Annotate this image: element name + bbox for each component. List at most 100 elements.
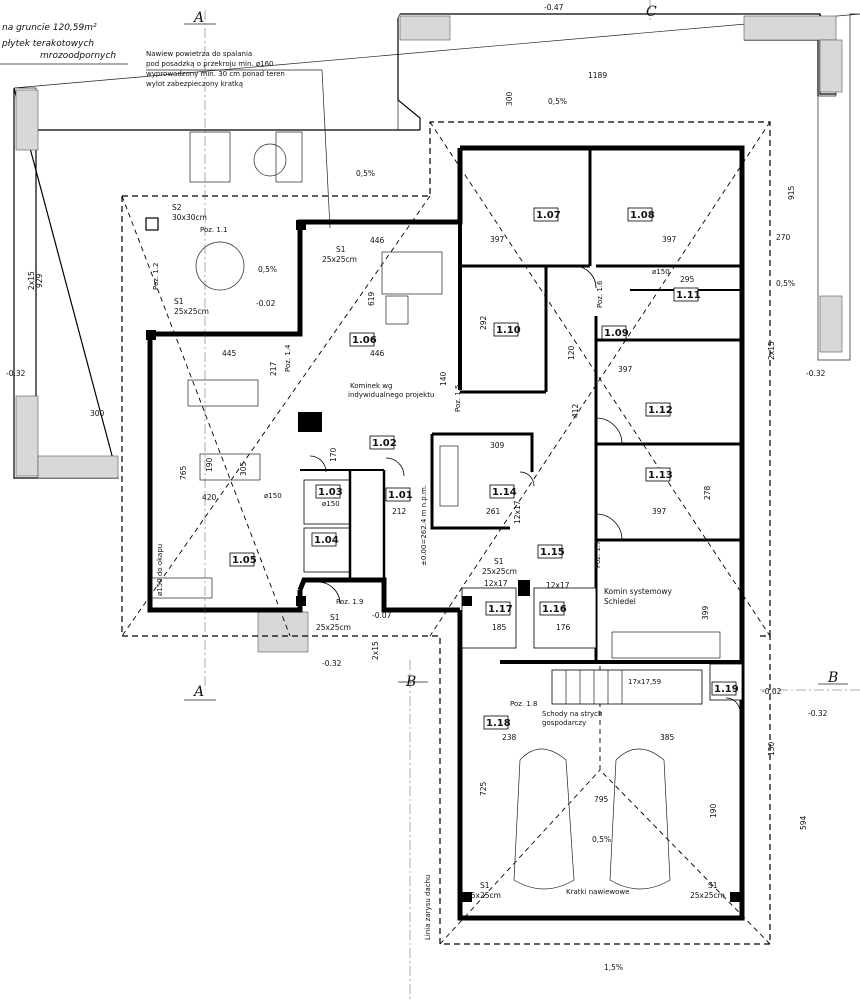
dim-725: 725 [479,781,488,796]
dim-190-garage: 190 [709,803,718,818]
dim-445: 445 [222,349,237,358]
planter-6 [819,39,843,93]
room-1-02: 1.02 [372,438,397,449]
dim-446-b: 446 [370,349,385,358]
area-note: na gruncie 120,59m² płytek terakotowych … [0,23,128,65]
column-labels: S2 30x30cm S1 25x25cm S1 25x25cm S1 25x2… [172,203,725,900]
terraces [13,13,860,653]
room-1-10: 1.10 [496,325,521,336]
s1-name-a: S1 [336,245,346,254]
level-marks: -0.32 -0.02 -0.47 -0.32 -0.07 -0.32 -0.0… [6,3,828,718]
door-1-03 [309,455,327,473]
dim-300: 300 [90,409,105,418]
room-1-08: 1.08 [630,210,655,221]
planter-5 [743,15,837,41]
poz-1-9: Poz. 1.9 [336,598,364,606]
planter-2 [15,395,39,477]
room-1-13: 1.13 [648,470,673,481]
columns [145,217,740,902]
column-s1-d [462,596,472,606]
schody-note-2: gospodarczy [542,719,586,727]
room-1-15: 1.15 [540,547,565,558]
vent-note-line3: wyprowadzony min. 30 cm ponad teren [146,70,285,78]
room-labels: 1.02 1.01 1.03 1.04 1.05 1.06 1.07 1.08 … [229,207,739,730]
dim-385: 385 [660,733,675,742]
linia-note: Linia zarysu dachu [424,875,432,941]
label-box-1-13 [645,467,671,482]
dim-278: 278 [703,485,712,500]
wall-entry [297,577,460,613]
label-box-1-03 [315,484,341,499]
s1-size-e: 25x25cm [466,891,501,900]
stairs-box [551,669,703,705]
schody-note: Schody na strych [542,710,602,718]
sofa-bedroom [611,631,721,659]
dim-619: 619 [367,291,376,306]
column-s1-b [146,330,156,340]
dim-397-a: 397 [490,235,505,244]
door-1-01 [385,457,405,477]
wall-1-14-left [430,434,510,530]
slope-garage: 0,5% [592,835,611,844]
chimney-block [518,580,530,596]
terrace-right-rail [744,39,819,96]
sofa [381,251,443,295]
room-1-19: 1.19 [714,684,739,695]
fi150-b: ø150 [322,500,340,508]
poz-1-6: Poz. 1.6 [596,280,604,308]
area-note-line2: płytek terakotowych [1,39,94,49]
wall-garage [457,610,745,921]
column-s1-e [462,892,472,902]
slope-terrace: 0,5% [356,169,375,178]
s1-size-f: 25x25cm [690,891,725,900]
s1-size-b: 25x25cm [174,307,209,316]
dim-292: 292 [479,315,488,330]
dim-12x17-c: 12x17 [546,581,570,590]
column-s1-f [730,892,740,902]
poz-1-8: Poz. 1.8 [510,700,538,708]
ridge-4 [429,121,771,637]
label-box-1-15 [537,544,563,559]
dim-190: 190 [205,457,214,472]
terrace-outline-top [13,13,860,361]
level-entry: -0.07 [372,611,392,620]
room-1-04: 1.04 [314,535,339,546]
dim-397-d: 397 [652,507,667,516]
room-1-01: 1.01 [388,490,413,501]
dim-397-c: 397 [618,365,633,374]
label-box-1-19 [711,681,737,696]
dim-399: 399 [701,605,710,620]
terrace-chair-1 [189,131,231,183]
label-box-1-16 [539,601,565,616]
level-top: -0.47 [544,3,564,12]
dim-397-b: 397 [662,235,677,244]
door-entry [317,581,341,605]
s1-name-e: S1 [480,881,490,890]
label-box-1-08 [627,207,653,222]
slope-drive: 1,5% [604,963,623,972]
car-1 [513,748,575,890]
kominek-note-2: indywidualnego projektu [348,391,434,399]
terrace-top-inner [397,18,421,130]
kominek-note: Kominek wg [350,382,392,390]
vent-note: Nawiew powietrza do spalania pod posadzk… [146,50,331,229]
planter-7 [819,295,843,353]
dim-185: 185 [492,623,507,632]
section-a-bottom: A [192,684,204,700]
attic-stairs: 17x17,59 [551,669,703,705]
dim-305: 305 [239,461,248,476]
area-note-line1: na gruncie 120,59m² [2,23,97,33]
section-c: C [646,4,657,20]
label-box-1-09 [601,325,627,340]
vent-note-line2: pod posadzką o przekroju min. ø160 [146,60,274,68]
walls [147,145,745,921]
dim-217: 217 [269,361,278,376]
room-1-05: 1.05 [232,555,257,566]
kratki-note: Kratki nawiewowe [566,888,629,896]
poz-1-5: Poz. 1.5 [454,384,462,412]
terrace-left-inner [35,130,118,461]
annotations: Kominek wg indywidualnego projektu Komin… [152,226,672,940]
label-box-1-05 [229,552,255,567]
roof-line-main [122,121,771,637]
